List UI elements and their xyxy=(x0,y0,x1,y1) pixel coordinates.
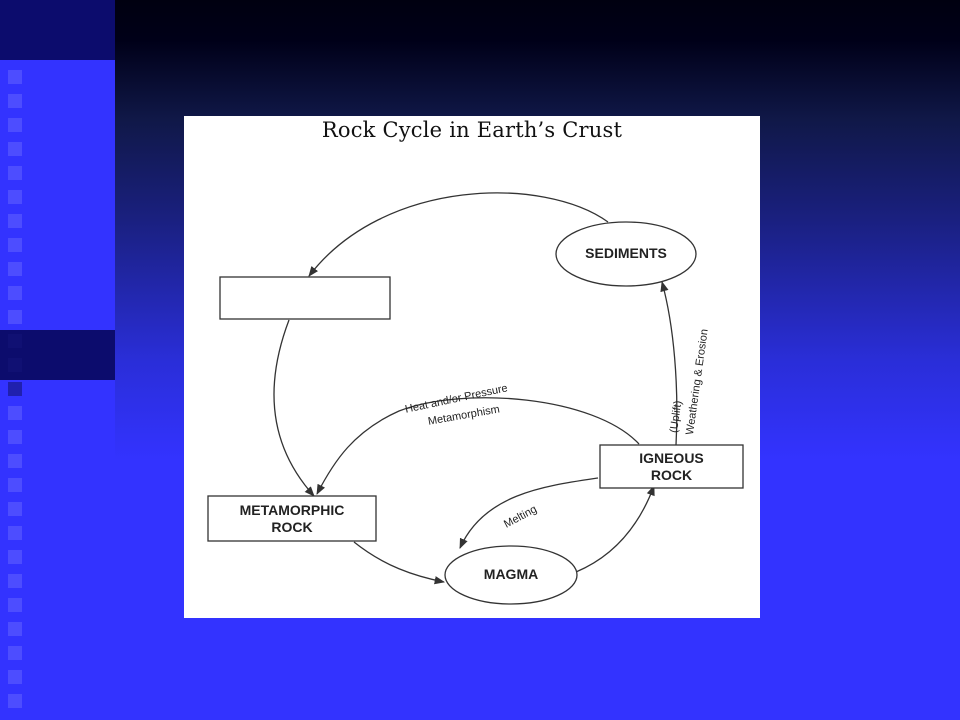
arrow-igneous-to-sediments xyxy=(660,280,678,446)
arrow-igneous-to-magma xyxy=(459,477,599,549)
left-bar-square xyxy=(8,574,22,588)
sediments-text: SEDIMENTS xyxy=(585,245,667,261)
left-bar-square xyxy=(8,238,22,252)
left-bar-square xyxy=(8,286,22,300)
left-bar-square xyxy=(8,430,22,444)
left-bar-square xyxy=(8,214,22,228)
left-bar-square xyxy=(8,550,22,564)
sediments-node xyxy=(555,221,697,287)
left-bar-square xyxy=(8,598,22,612)
left-bar-square xyxy=(8,478,22,492)
arrow-sediments-to-box xyxy=(308,192,609,277)
left-bar-square xyxy=(8,694,22,708)
left-bar-square xyxy=(8,262,22,276)
magma-label: MAGMA xyxy=(445,566,577,583)
rock-cycle-figure: Rock Cycle in Earth’s Crust SEDIMENTS ME… xyxy=(184,116,760,618)
slide-left-bar xyxy=(0,0,115,720)
metamorphic-rock-node xyxy=(207,495,377,542)
igneous-rock-node xyxy=(599,444,744,489)
left-bar-square xyxy=(8,454,22,468)
left-bar-square xyxy=(8,406,22,420)
magma-node xyxy=(444,545,578,605)
left-bar-dark-band xyxy=(0,0,115,60)
sediments-label: SEDIMENTS xyxy=(556,245,696,262)
left-bar-square xyxy=(8,334,22,348)
left-bar-square xyxy=(8,118,22,132)
igneous-line2: ROCK xyxy=(650,467,693,483)
left-bar-square xyxy=(8,94,22,108)
left-bar-square xyxy=(8,382,22,396)
metamorphic-rock-label: METAMORPHIC ROCK xyxy=(208,502,376,536)
metamorphic-line1: METAMORPHIC xyxy=(239,502,345,518)
left-bar-square xyxy=(8,622,22,636)
diagram-title: Rock Cycle in Earth’s Crust xyxy=(321,118,623,142)
blank-answer-box xyxy=(219,276,391,320)
left-bar-square xyxy=(8,190,22,204)
left-bar-square xyxy=(8,310,22,324)
left-bar-square xyxy=(8,502,22,516)
left-bar-square xyxy=(8,70,22,84)
magma-text: MAGMA xyxy=(483,566,539,582)
left-bar-square xyxy=(8,142,22,156)
arrow-magma-to-igneous xyxy=(575,485,655,573)
left-bar-square xyxy=(8,646,22,660)
left-bar-square xyxy=(8,166,22,180)
metamorphic-line2: ROCK xyxy=(271,519,313,535)
arrow-box-to-metamorphic xyxy=(273,319,315,497)
left-bar-square xyxy=(8,358,22,372)
left-bar-square xyxy=(8,670,22,684)
left-bar-square xyxy=(8,526,22,540)
arrow-metamorphic-to-magma xyxy=(353,541,446,585)
arrow-igneous-to-metamorphic xyxy=(316,397,640,495)
rock-cycle-diagram xyxy=(207,192,744,605)
igneous-rock-label: IGNEOUS ROCK xyxy=(600,450,743,484)
igneous-line1: IGNEOUS xyxy=(639,450,704,466)
